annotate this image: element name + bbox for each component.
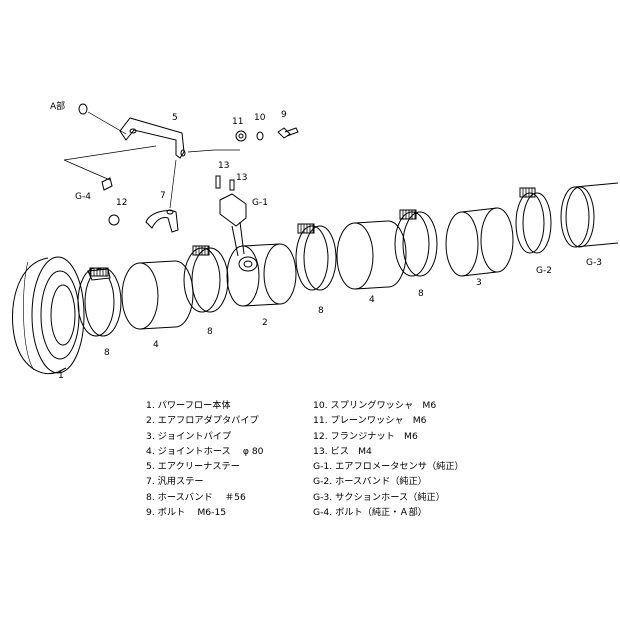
hose-band-3 <box>295 223 337 291</box>
label-part-9: 9 <box>281 110 287 120</box>
parts-legend-right: 10. スプリングワッシャ M6 11. プレーンワッシャ M6 12. フラン… <box>313 398 464 520</box>
hose-band-2 <box>183 245 229 313</box>
label-part-8-2: 8 <box>207 327 213 337</box>
label-g4: G-4 <box>75 192 91 202</box>
leader-lines <box>63 111 240 209</box>
hose-band-4 <box>394 209 438 277</box>
legend-item: 4. ジョイントホース φ 80 <box>146 445 264 457</box>
legend-item: 8. ホースバンド ＃56 <box>146 491 246 503</box>
air-cleaner-stay <box>119 117 186 159</box>
label-part-13-1: 13 <box>218 161 229 171</box>
power-flow-body <box>12 256 85 375</box>
label-part-3: 3 <box>476 278 482 288</box>
legend-item: 10. スプリングワッシャ M6 <box>313 400 437 411</box>
label-part-8-1: 8 <box>104 348 110 358</box>
legend-item: 13. ビス M4 <box>313 445 372 457</box>
joint-hose-2 <box>336 220 407 290</box>
label-part-10: 10 <box>254 113 266 123</box>
joint-hose-1 <box>121 260 194 330</box>
label-part-2: 2 <box>262 318 268 328</box>
air-flow-meter-sensor <box>219 193 247 257</box>
hardware-set <box>78 103 299 226</box>
part-number-labels: 1 8 4 8 2 8 4 8 3 G-2 G-3 5 11 10 9 13 1… <box>50 100 602 381</box>
label-a-part: A部 <box>50 100 65 112</box>
oem-hose-band <box>515 187 552 254</box>
legend-item: 9. ボルト M6-15 <box>146 507 227 519</box>
legend-item: 2. エアフロアダプタパイプ <box>146 415 259 427</box>
label-part-1: 1 <box>58 371 64 381</box>
legend-item: 3. ジョイントパイプ <box>146 430 232 442</box>
legend-item: G-3. サクションホース（純正） <box>313 491 445 503</box>
label-part-12: 12 <box>116 198 127 208</box>
label-g1: G-1 <box>252 198 268 208</box>
label-part-13-2: 13 <box>236 173 247 183</box>
label-part-7: 7 <box>160 191 166 201</box>
oem-suction-hose <box>560 182 619 248</box>
label-part-5: 5 <box>172 113 178 123</box>
legend-item: 1. パワーフロー本体 <box>146 400 231 411</box>
hose-band-1 <box>77 267 122 337</box>
label-part-11: 11 <box>232 117 243 127</box>
legend-item: G-2. ホースバンド（純正） <box>313 476 427 488</box>
label-part-8-3: 8 <box>318 306 324 316</box>
legend-item: 11. プレーンワッシャ M6 <box>313 415 427 427</box>
label-part-4-1: 4 <box>153 340 159 350</box>
label-part-4-2: 4 <box>369 295 375 305</box>
label-g2: G-2 <box>536 266 552 276</box>
o-ring-icon <box>78 103 88 115</box>
label-part-8-4: 8 <box>418 289 424 299</box>
legend-item: G-1. エアフロメータセンサ（純正） <box>313 461 464 473</box>
legend-item: 12. フランジナット M6 <box>313 430 418 442</box>
general-purpose-stay <box>145 209 179 233</box>
label-g3: G-3 <box>586 258 602 268</box>
joint-pipe <box>445 207 514 277</box>
parts-legend-left: 1. パワーフロー本体 2. エアフロアダプタパイプ 3. ジョイントパイプ 4… <box>146 398 264 520</box>
legend-item: 5. エアクリーナステー <box>146 461 240 473</box>
legend-item: 7. 汎用ステー <box>146 476 204 488</box>
exploded-parts-diagram: 1 8 4 8 2 8 4 8 3 G-2 G-3 5 11 10 9 13 1… <box>12 100 619 381</box>
legend-item: G-4. ボルト（純正・Ａ部） <box>313 507 427 519</box>
